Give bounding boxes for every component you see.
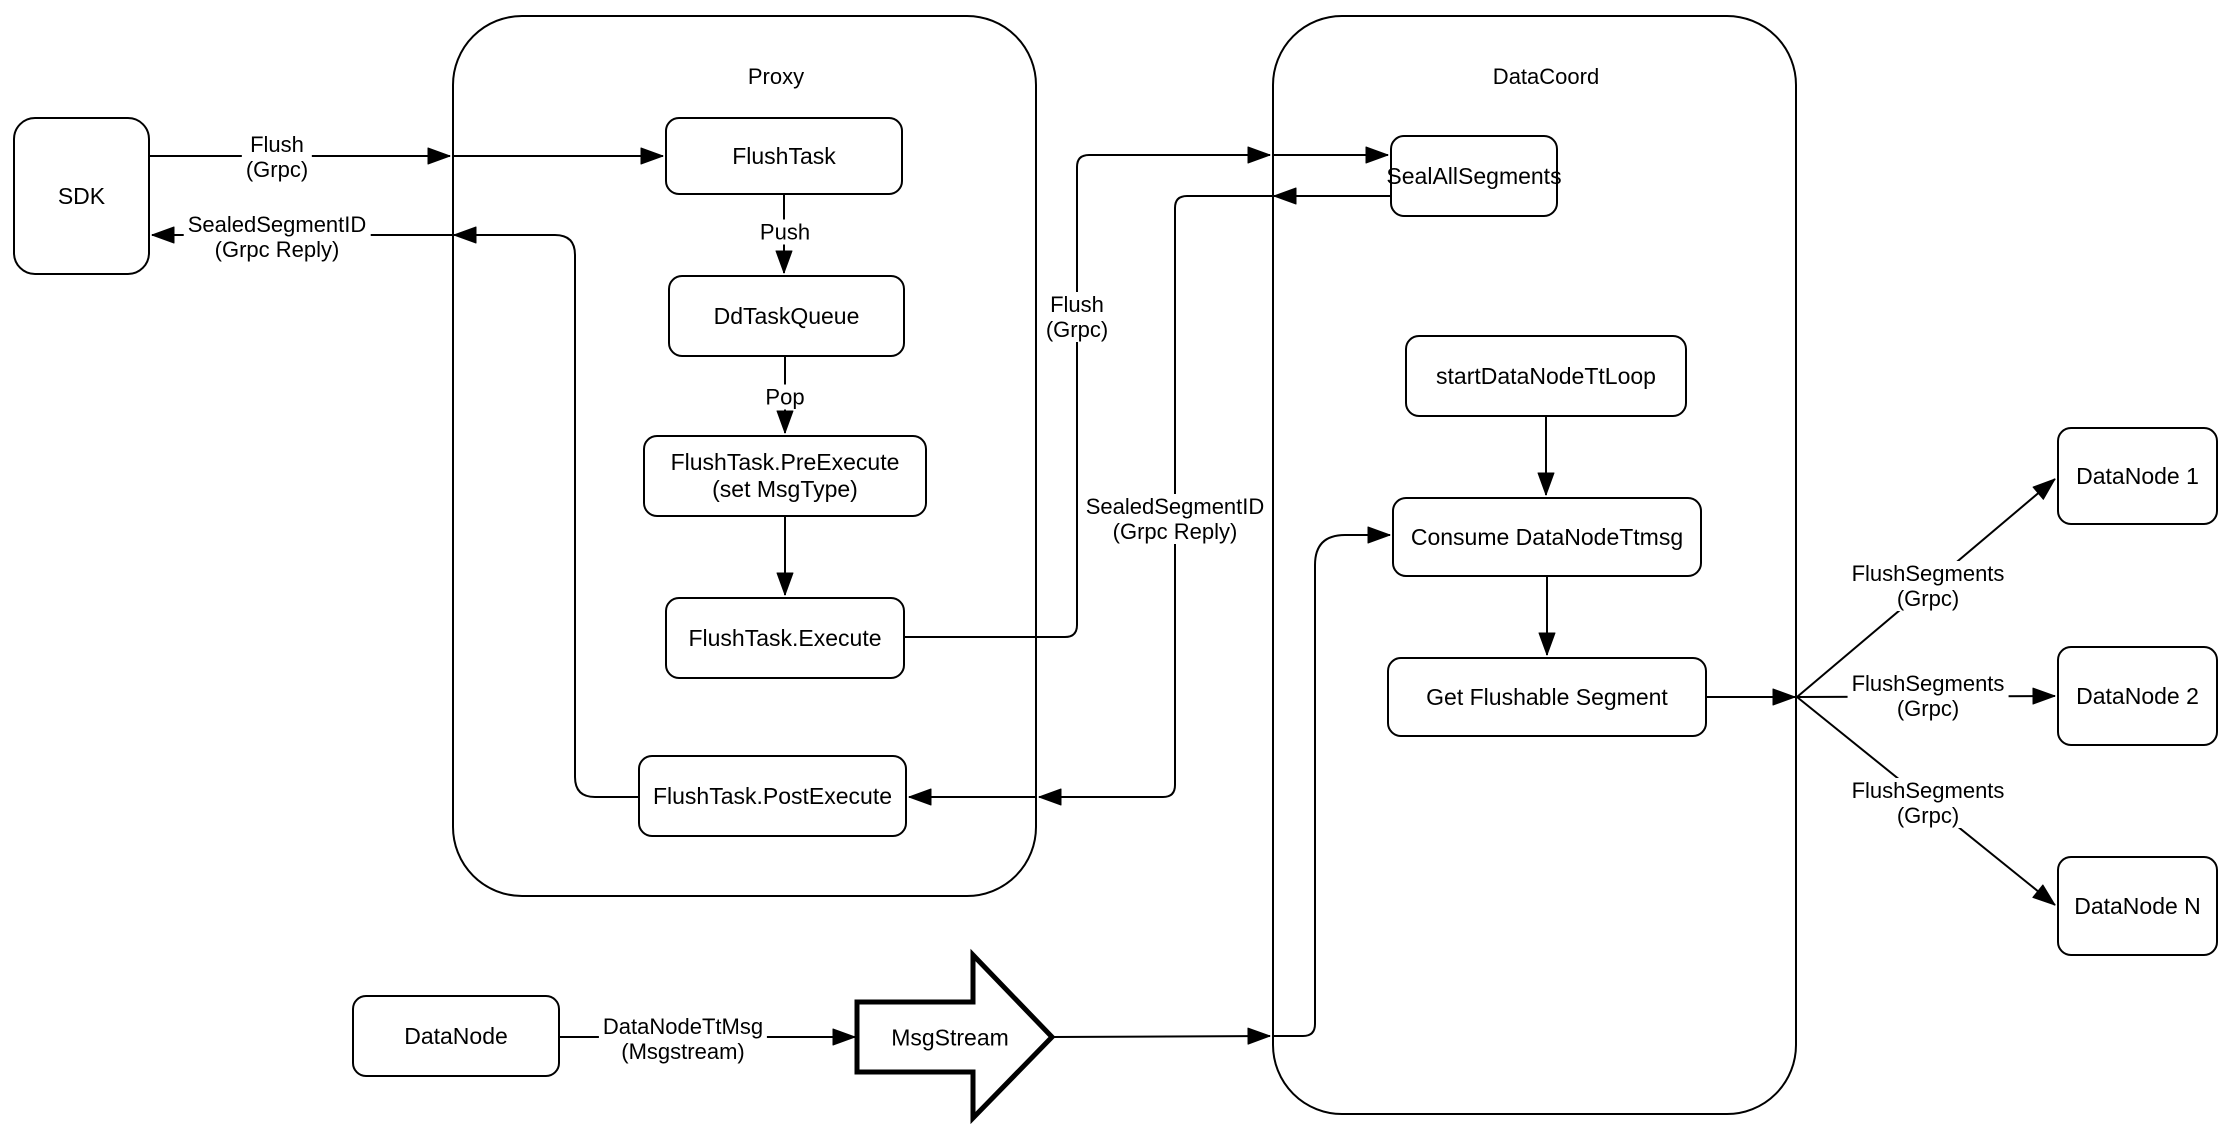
- node-flushtask-execute-label: FlushTask.Execute: [688, 624, 882, 651]
- edge-label-flushsegments-1-line2: (Grpc): [1896, 586, 1960, 611]
- edge-label-push: Push: [755, 219, 815, 245]
- edge-label-flush-grpc-sdk-line1: Flush: [250, 132, 304, 157]
- node-ddtaskqueue: DdTaskQueue: [668, 275, 905, 357]
- edge-label-sealedsegmentid-sdk: SealedSegmentID (Grpc Reply): [183, 212, 371, 262]
- msgstream-label: MsgStream: [891, 1024, 1009, 1051]
- node-consume-datanodettmsg-label: Consume DataNodeTtmsg: [1410, 523, 1684, 550]
- node-flushtask-label: FlushTask: [732, 142, 836, 169]
- edge-label-flushsegments-3-line1: FlushSegments: [1851, 778, 2005, 803]
- edge-postexecute-to-proxyedge: [453, 226, 638, 798]
- edge-label-flush-grpc-sdk: Flush (Grpc): [241, 132, 313, 182]
- node-flushtask-preexecute-line2: (set MsgType): [712, 476, 858, 502]
- node-datanode-label: DataNode: [404, 1022, 508, 1049]
- node-startdatanodettloop-label: startDataNodeTtLoop: [1436, 362, 1656, 389]
- edge-label-sealedsegmentid-proxy-line2: (Grpc Reply): [1112, 519, 1238, 544]
- edge-label-flush-grpc-sdk-line2: (Grpc): [245, 157, 309, 182]
- datacoord-container-title: DataCoord: [1492, 64, 1600, 89]
- node-datanode-2: DataNode 2: [2057, 646, 2218, 746]
- node-consume-datanodettmsg: Consume DataNodeTtmsg: [1392, 497, 1702, 577]
- edge-label-flushsegments-3-line2: (Grpc): [1896, 803, 1960, 828]
- node-flushtask-preexecute: FlushTask.PreExecute (set MsgType): [643, 435, 927, 517]
- msgstream-block-arrow: [854, 948, 1056, 1125]
- edge-label-sealedsegmentid-sdk-line1: SealedSegmentID: [187, 212, 367, 237]
- edge-label-datanodettmsg-line1: DataNodeTtMsg: [602, 1014, 764, 1039]
- node-datanode-n-label: DataNode N: [2074, 892, 2201, 919]
- edge-label-flush-grpc-datacoord-line2: (Grpc): [1045, 317, 1109, 342]
- edge-label-datanodettmsg-line2: (Msgstream): [621, 1039, 745, 1064]
- node-datanode-2-label: DataNode 2: [2076, 682, 2199, 709]
- edge-label-sealedsegmentid-proxy: SealedSegmentID (Grpc Reply): [1081, 494, 1269, 544]
- edge-label-flushsegments-2: FlushSegments (Grpc): [1847, 671, 2009, 721]
- node-startdatanodettloop: startDataNodeTtLoop: [1405, 335, 1687, 417]
- node-flushtask-execute: FlushTask.Execute: [665, 597, 905, 679]
- node-flushtask: FlushTask: [665, 117, 903, 195]
- edge-msgstream-to-datacoord: [1051, 1027, 1271, 1045]
- edge-label-flushsegments-2-line2: (Grpc): [1896, 696, 1960, 721]
- edge-label-datanodettmsg: DataNodeTtMsg (Msgstream): [598, 1014, 768, 1064]
- edge-execute-to-datacoord: [905, 146, 1271, 638]
- edge-label-flushsegments-2-line1: FlushSegments: [1851, 671, 2005, 696]
- edge-label-flushsegments-1-line1: FlushSegments: [1851, 561, 2005, 586]
- edge-label-sealedsegmentid-proxy-line1: SealedSegmentID: [1085, 494, 1265, 519]
- edge-label-flush-grpc-datacoord: Flush (Grpc): [1041, 292, 1113, 342]
- edge-label-sealedsegmentid-sdk-line2: (Grpc Reply): [214, 237, 340, 262]
- proxy-container-title: Proxy: [747, 64, 805, 89]
- node-get-flushable-segment-label: Get Flushable Segment: [1426, 683, 1668, 710]
- edge-label-flush-grpc-datacoord-line1: Flush: [1050, 292, 1104, 317]
- node-sealallsegments: SealAllSegments: [1386, 135, 1562, 217]
- edge-label-flushsegments-3: FlushSegments (Grpc): [1847, 778, 2009, 828]
- edge-label-flushsegments-1: FlushSegments (Grpc): [1847, 561, 2009, 611]
- node-datanode-1: DataNode 1: [2057, 427, 2218, 525]
- node-flushtask-postexecute-label: FlushTask.PostExecute: [652, 782, 893, 809]
- node-flushtask-postexecute: FlushTask.PostExecute: [638, 755, 907, 837]
- node-sealallsegments-label: SealAllSegments: [1386, 162, 1562, 189]
- node-flushtask-preexecute-line1: FlushTask.PreExecute: [670, 449, 900, 475]
- node-datanode: DataNode: [352, 995, 560, 1077]
- node-ddtaskqueue-label: DdTaskQueue: [713, 302, 860, 329]
- node-sdk-label: SDK: [57, 182, 106, 209]
- edge-datacoord-to-consume: [1272, 526, 1391, 1037]
- edge-label-pop: Pop: [761, 384, 809, 410]
- node-get-flushable-segment: Get Flushable Segment: [1387, 657, 1707, 737]
- node-datanode-n: DataNode N: [2057, 856, 2218, 956]
- node-sdk: SDK: [13, 117, 150, 275]
- node-datanode-1-label: DataNode 1: [2076, 462, 2199, 489]
